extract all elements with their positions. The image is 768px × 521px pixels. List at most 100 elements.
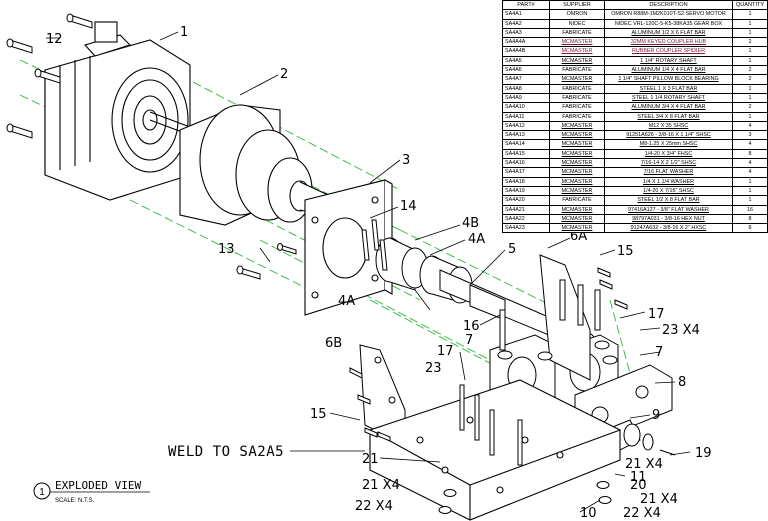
callout-15-left: 15: [310, 407, 327, 422]
bom-quantity-cell: 1: [732, 55, 768, 67]
motor-bolts: [6, 13, 93, 139]
callout-13: 13: [218, 242, 235, 257]
bom-part-cell: SA4A22: [502, 213, 550, 225]
callout-11: 11: [630, 470, 647, 485]
bom-header-description: DESCRIPTION: [604, 0, 733, 11]
bom-header-row: PART# SUPPLIER DESCRIPTION QUANTITY: [502, 0, 768, 11]
callout-14: 14: [400, 199, 417, 214]
bom-supplier-cell: FABRICATE: [549, 65, 605, 76]
bill-of-materials-table: PART# SUPPLIER DESCRIPTION QUANTITY SA4A…: [502, 0, 768, 234]
bom-quantity-cell: 16: [732, 204, 768, 215]
bom-quantity-cell: 1: [732, 195, 768, 206]
bom-quantity-cell: 1: [732, 46, 768, 57]
leader-lines: [46, 31, 691, 513]
bom-part-cell: SA4A18: [502, 176, 550, 187]
bom-quantity-cell: 2: [732, 102, 768, 113]
bom-part-cell: SA4A14: [502, 139, 550, 150]
bom-header-supplier: SUPPLIER: [549, 0, 605, 11]
bom-part-cell: SA4A7: [502, 74, 550, 85]
bom-quantity-cell: 2: [732, 65, 768, 76]
bom-description-cell: 1 1/4" ROTARY SHAFT: [604, 55, 733, 67]
bom-supplier-cell: MCMASTER: [549, 158, 605, 169]
bom-part-cell: SA4A1: [502, 9, 550, 20]
bom-description-cell[interactable]: 32MM KEYED COUPLER HUB: [604, 37, 733, 48]
bom-description-cell: ALUMINUM 3/4 X 4 FLAT BAR: [604, 102, 733, 113]
callout-17-left: 17: [437, 344, 454, 359]
bom-supplier-cell: MCMASTER: [549, 167, 605, 178]
bom-supplier-cell: MCMASTER: [549, 176, 605, 187]
gearbox: [179, 104, 351, 226]
callout-23-left: 23: [425, 361, 442, 376]
bom-description-cell: M8-1.25 X 25mm SHSC: [604, 139, 733, 150]
bom-description-cell: 1/4-20 X 7/16" SHSC: [604, 185, 733, 197]
callout-4b: 4B: [462, 216, 479, 231]
bom-part-cell: SA4A21: [502, 204, 550, 215]
callout-17-top: 17: [648, 307, 665, 322]
view-number-circle: [33, 482, 51, 500]
bom-description-cell: STEEL 1/2 X 8 FLAT BAR: [604, 195, 733, 206]
bom-description-cell: STEEL 3/4 X 8 FLAT BAR: [604, 111, 733, 122]
bom-quantity-cell: 1: [732, 92, 768, 104]
bom-description-cell: ALUMINUM 1/4 X 4 FLAT BAR: [604, 65, 733, 76]
bom-description-cell: 7/16 FLAT WASHER: [604, 167, 733, 178]
bom-part-cell: SA4A11: [502, 111, 550, 122]
fasteners: [236, 219, 628, 514]
callout-5: 5: [508, 242, 516, 257]
bom-supplier-cell: MCMASTER: [549, 213, 605, 225]
bom-header-quantity: QUANTITY: [732, 0, 768, 11]
couplers: [375, 237, 473, 304]
bom-supplier-cell: MCMASTER: [549, 148, 605, 160]
bom-part-cell: SA4A2: [502, 18, 550, 29]
bom-quantity-cell: 1: [732, 9, 768, 20]
bom-quantity-cell: 1: [732, 111, 768, 122]
weld-note: WELD TO SA2A5: [168, 444, 284, 460]
bom-supplier-cell[interactable]: MCMASTER: [549, 37, 605, 48]
bom-quantity-cell: 4: [732, 158, 768, 169]
bom-supplier-cell: FABRICATE: [549, 92, 605, 104]
bom-description-cell: STEEL 1 1/4 ROTARY SHAFT: [604, 92, 733, 104]
bom-supplier-cell: NIDEC: [549, 18, 605, 29]
bom-part-cell: SA4A9: [502, 92, 550, 104]
callout-20: 20: [630, 478, 647, 493]
bom-supplier-cell: MCMASTER: [549, 204, 605, 215]
view-title-block: 1 EXPLODED VIEW SCALE: N.T.S.: [33, 479, 150, 504]
bom-description-cell: 91247A632 - 3/8-16 X 2" HXSC: [604, 223, 733, 234]
bom-part-cell: SA4A4B: [502, 46, 550, 57]
bom-quantity-cell: 1: [732, 83, 768, 94]
bom-quantity-cell: 8: [732, 223, 768, 234]
callout-labels: 1 2 3 4B 4A 4A 5 6A 6B 7 7 8 9 10 11 12 …: [46, 25, 712, 521]
bom-quantity-cell: 4: [732, 120, 768, 132]
callout-4a-top: 4A: [468, 232, 485, 247]
callout-7-right: 7: [655, 345, 663, 360]
callout-16: 16: [463, 319, 480, 334]
bom-part-cell: SA4A15: [502, 148, 550, 160]
bom-quantity-cell: 1: [732, 18, 768, 29]
bom-supplier-cell: MCMASTER: [549, 185, 605, 197]
bom-supplier-cell: MCMASTER: [549, 139, 605, 150]
bom-supplier-cell: MCMASTER: [549, 223, 605, 234]
callout-8: 8: [678, 375, 686, 390]
base-plate: [369, 379, 621, 521]
bom-description-cell: 98797A031 - 3/8-16 HEX NUT: [604, 213, 733, 225]
bom-description-cell: OMRON R88M-1M2K010T-S2 SERVO MOTOR: [604, 9, 733, 20]
callout-4a-left: 4A: [338, 294, 355, 309]
bom-quantity-cell: 4: [732, 139, 768, 150]
callout-21-right: 21 X4: [625, 457, 663, 472]
bom-supplier-cell[interactable]: MCMASTER: [549, 46, 605, 57]
bom-supplier-cell: FABRICATE: [549, 83, 605, 94]
callout-7-top: 7: [465, 333, 473, 348]
bom-description-cell[interactable]: RUBBER COUPLER SPIDIER: [604, 46, 733, 57]
bom-description-cell: STEEL 1 X 3 FLAT BAR: [604, 83, 733, 94]
